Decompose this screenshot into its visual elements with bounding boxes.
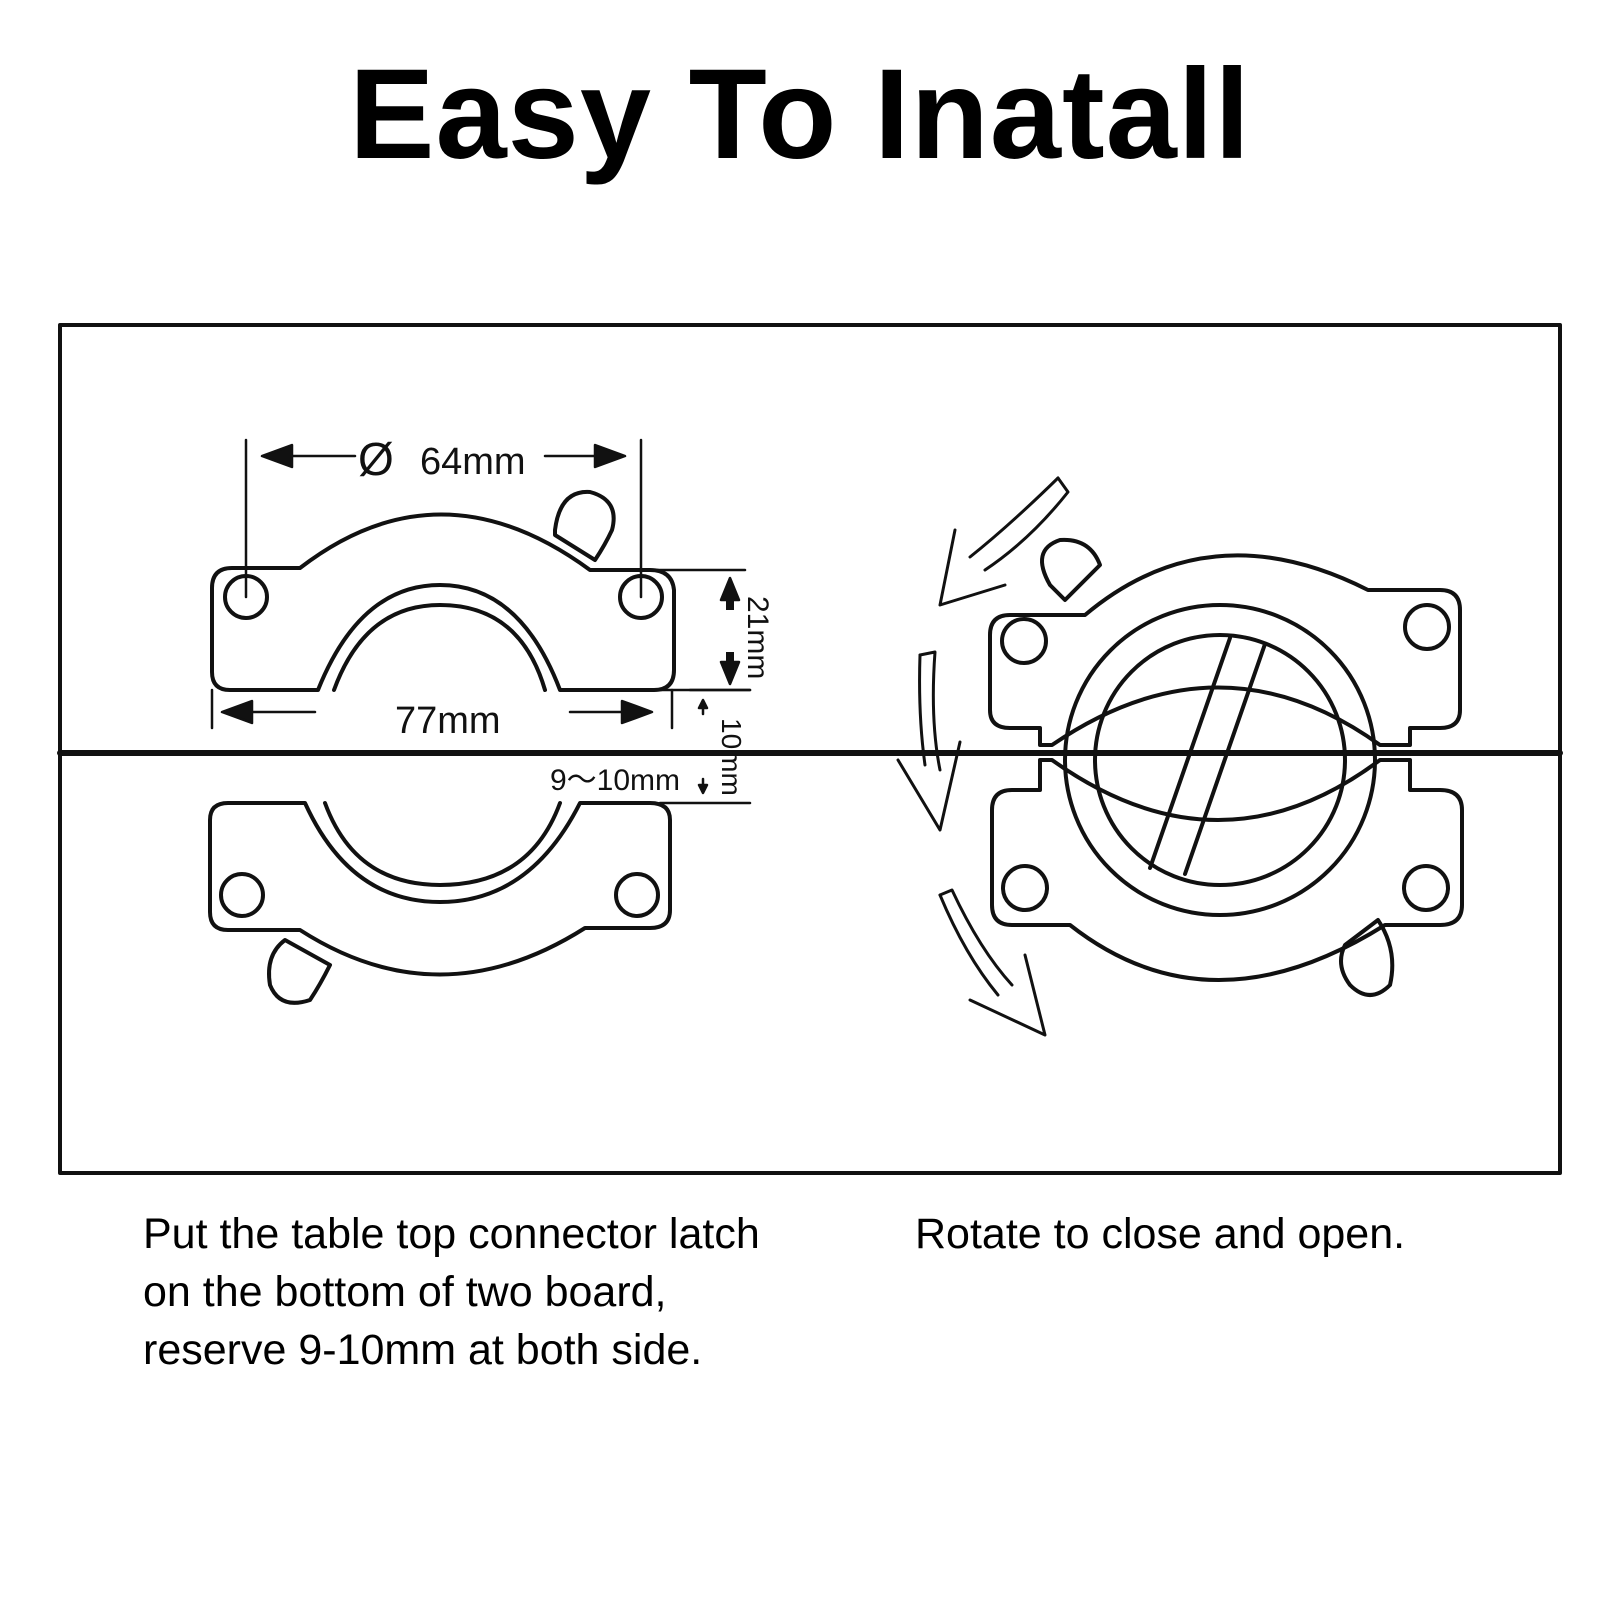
- dimension-diameter: [244, 438, 643, 599]
- caption-install-step: Put the table top connector latch on the…: [143, 1210, 760, 1374]
- dimension-height-label: 21mm: [741, 596, 774, 679]
- dimension-reserve-label: 9～10mm: [550, 764, 680, 797]
- caption-rotate-step: Rotate to close and open.: [915, 1210, 1406, 1258]
- latch-top-half: [210, 489, 676, 692]
- page-title: Easy To Inatall: [349, 43, 1251, 186]
- latch-bottom-half: [208, 801, 672, 1005]
- dimension-width: [210, 688, 674, 730]
- knob-icon: [553, 489, 616, 562]
- dimension-diameter-symbol: Ø: [358, 433, 394, 485]
- knob-icon: [1040, 537, 1102, 602]
- dimension-diameter-label: 64mm: [420, 441, 526, 483]
- knob-icon: [267, 938, 332, 1005]
- diagram-frame: [58, 323, 1562, 1175]
- dimension-gap-label: 10mm: [716, 718, 747, 796]
- rotate-arrow-icon: [938, 476, 1070, 607]
- dimension-gap: [658, 688, 752, 805]
- dimension-height: [643, 568, 752, 692]
- dimension-width-label: 77mm: [395, 700, 501, 742]
- latch-assembled: [988, 537, 1464, 997]
- rotate-arrow-icon: [896, 650, 962, 832]
- rotate-arrow-icon: [938, 888, 1047, 1037]
- knob-icon: [1339, 918, 1395, 997]
